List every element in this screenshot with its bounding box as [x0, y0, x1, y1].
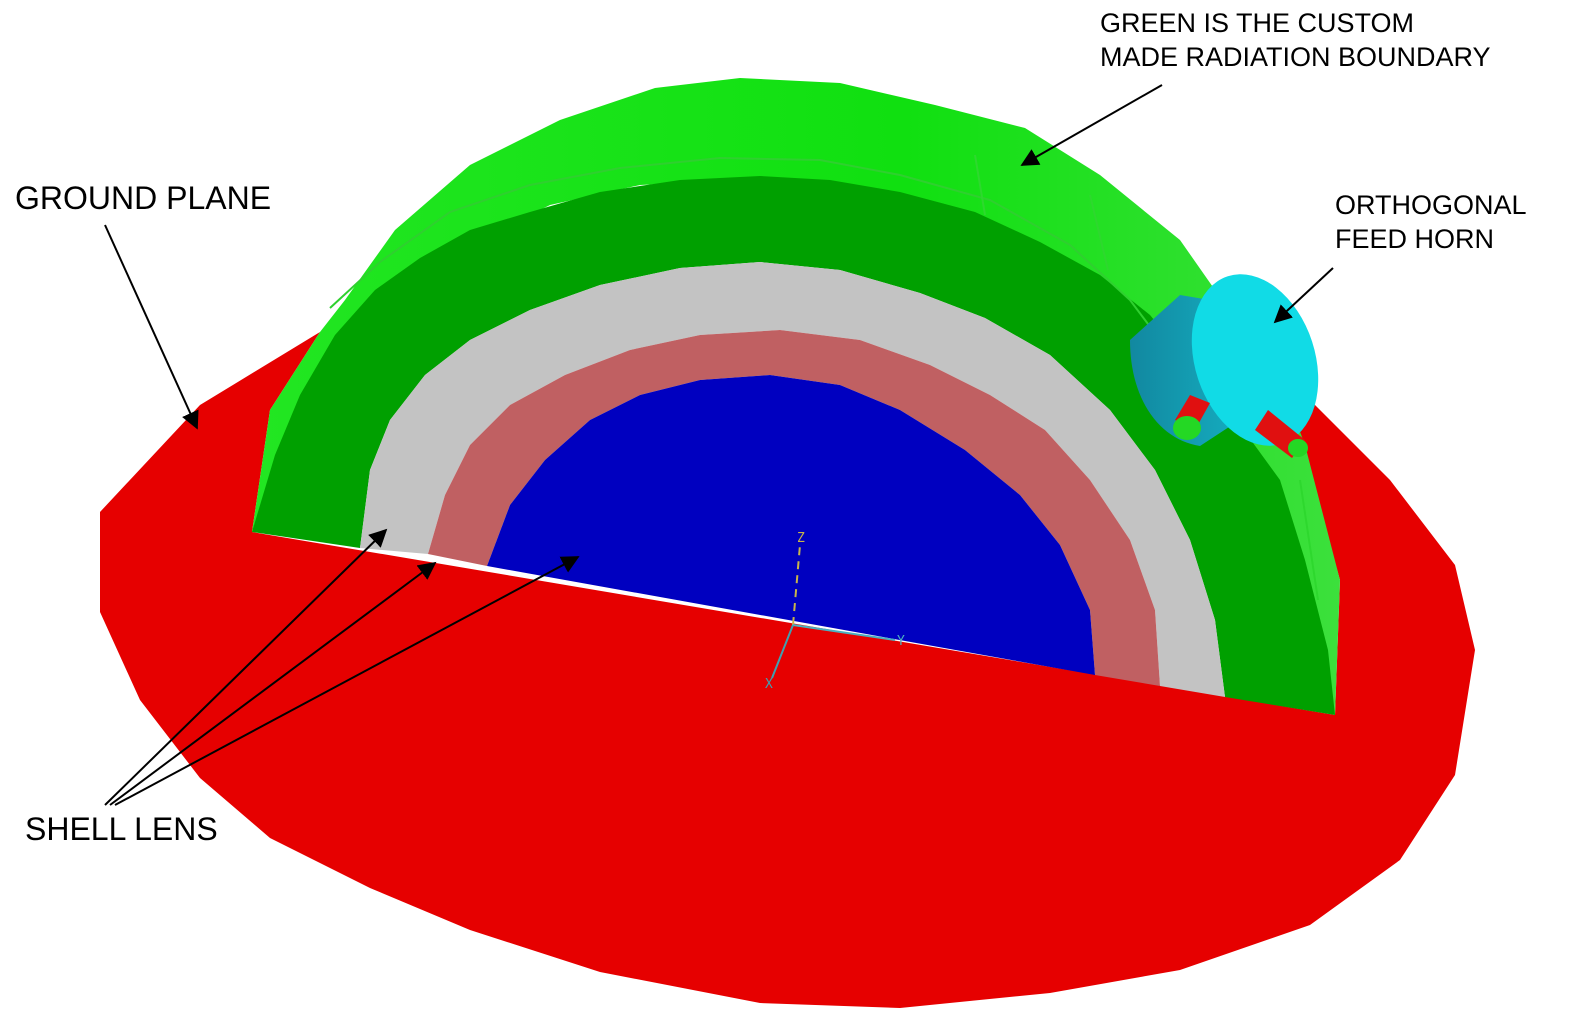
lens-core	[487, 375, 1095, 675]
radiation-boundary-top-surface	[252, 78, 1340, 715]
ground-plane	[100, 332, 1475, 1008]
ground-plane-arrow	[104, 224, 199, 430]
lens-outer-shell	[360, 262, 1225, 697]
axes-triad: Z Y X	[765, 531, 905, 692]
x-axis	[771, 624, 794, 679]
boundary-facet-seam	[1299, 479, 1319, 601]
boundary-facet-seam	[974, 154, 986, 216]
radiation-boundary-label: GREEN IS THE CUSTOM MADE RADIATION BOUND…	[1100, 6, 1491, 74]
radiation-boundary-label-line-1: GREEN IS THE CUSTOM	[1100, 8, 1415, 38]
boundary-facet-seam	[1089, 194, 1109, 271]
shell-lens-label: SHELL LENS	[25, 811, 218, 847]
feed-pin-2-tip	[1288, 439, 1308, 457]
y-axis-label: Y	[897, 634, 905, 649]
lens-middle-shell	[428, 330, 1160, 686]
radiation-boundary	[252, 176, 1335, 715]
feed-horn-arrow	[1273, 267, 1334, 324]
feed-horn-label: ORTHOGONAL FEED HORN	[1335, 188, 1527, 256]
boundary-facet-line	[329, 156, 1176, 361]
feed-horn-label-line-1: ORTHOGONAL	[1335, 190, 1527, 220]
ground-plane-label: GROUND PLANE	[15, 180, 272, 216]
feed-horn-label-line-2: FEED HORN	[1335, 224, 1495, 254]
z-axis-label: Z	[797, 531, 805, 546]
feed-pin-1-tip	[1173, 416, 1201, 440]
radiation-boundary-arrow	[1020, 84, 1163, 166]
shell-lens-arrow-core	[114, 556, 580, 806]
x-axis-label: X	[765, 677, 773, 692]
shell-lens-arrow-middle	[109, 561, 437, 806]
y-axis	[792, 624, 896, 641]
radiation-boundary-label-line-2: MADE RADIATION BOUNDARY	[1100, 42, 1491, 72]
shell-lens-arrow-outer	[104, 528, 388, 806]
